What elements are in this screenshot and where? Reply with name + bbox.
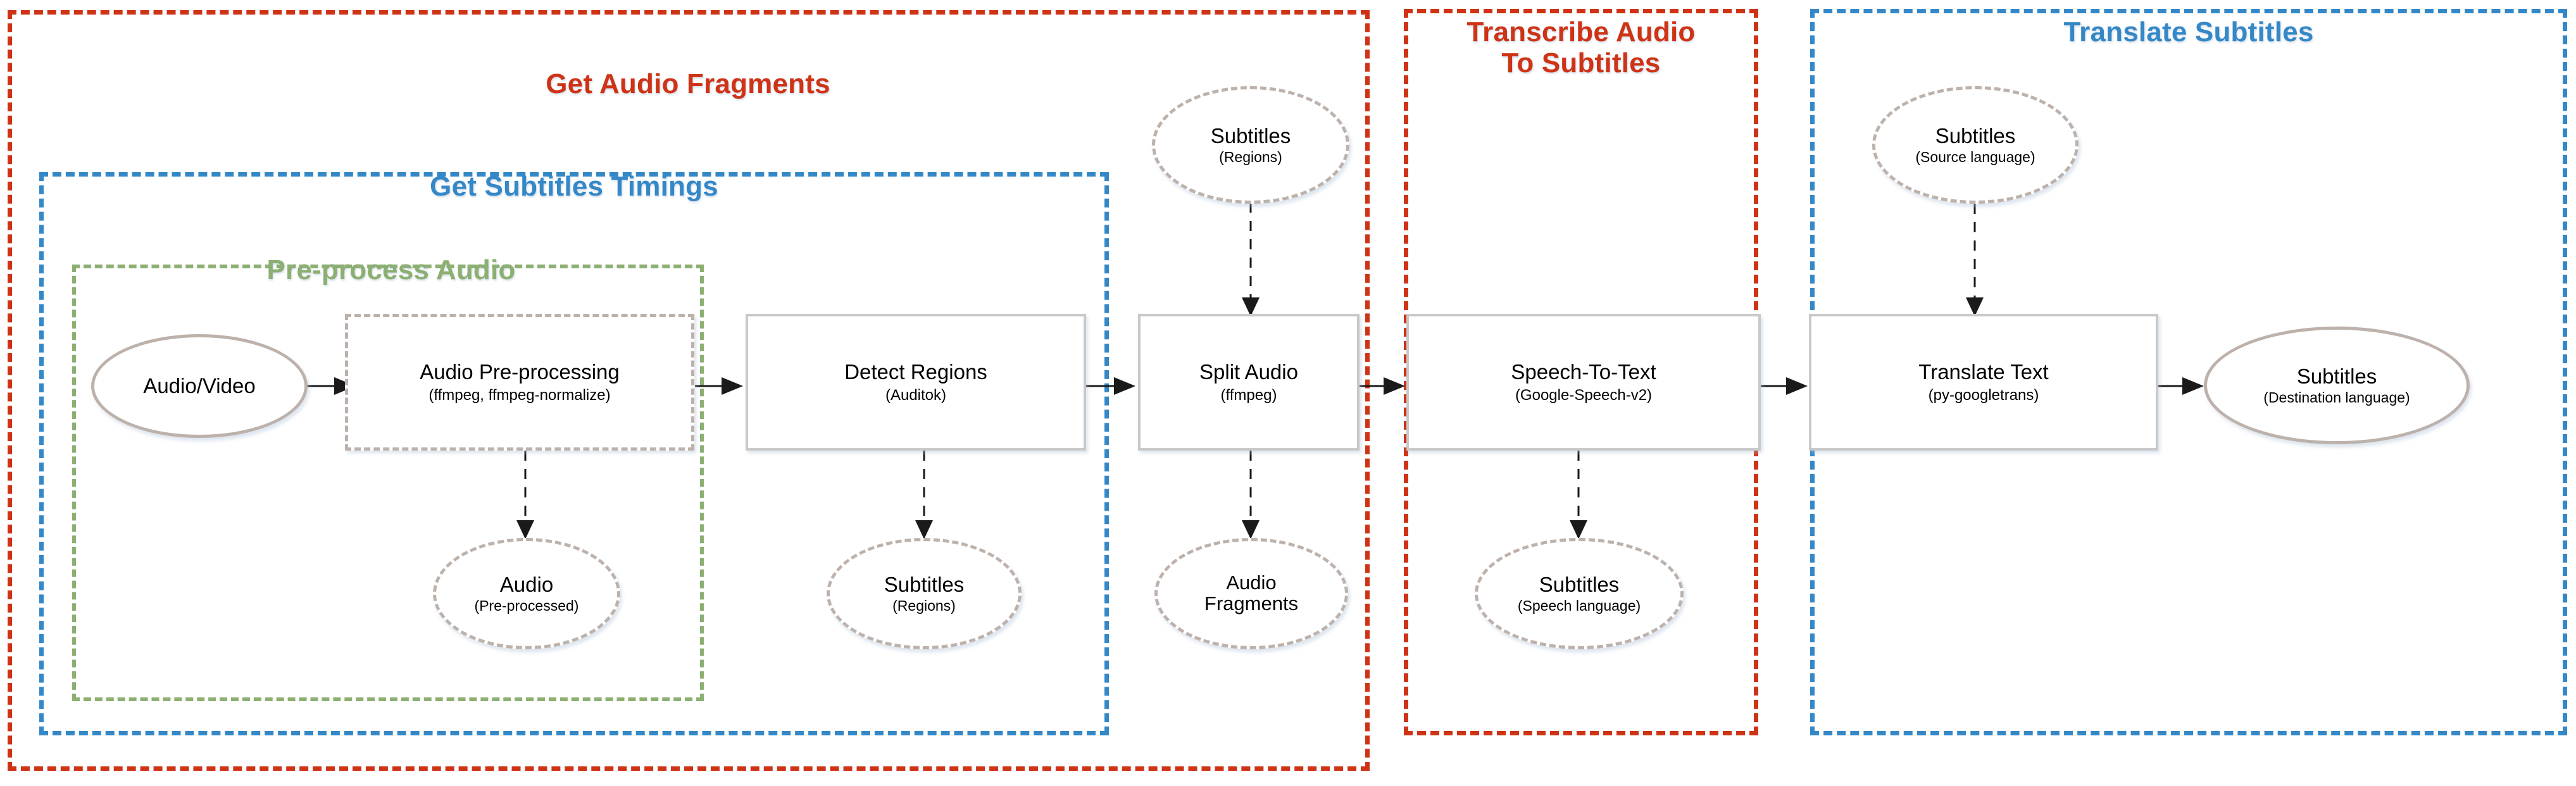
node-subtitle: (py-googletrans): [1928, 386, 2039, 404]
group-get-subtitles-timings: [39, 172, 1109, 735]
process-speech-to-text[interactable]: Speech-To-Text (Google-Speech-v2): [1406, 314, 1761, 451]
node-subtitle: (Google-Speech-v2): [1515, 386, 1653, 404]
data-subtitles-regions-bottom[interactable]: Subtitles (Regions): [827, 538, 1022, 649]
node-title: Subtitles: [1210, 123, 1291, 147]
node-title: Audio/Video: [143, 373, 256, 397]
data-audio-video[interactable]: Audio/Video: [91, 334, 308, 438]
node-subtitle: (Regions): [1219, 149, 1282, 166]
node-title: Audio: [499, 572, 554, 596]
node-subtitle: (Pre-processed): [474, 597, 579, 614]
node-title: Subtitles: [884, 572, 965, 596]
node-title: Speech-To-Text: [1511, 359, 1656, 384]
node-title: Audio Pre-processing: [420, 359, 620, 384]
data-subtitles-speech-language[interactable]: Subtitles (Speech language): [1475, 538, 1684, 649]
node-title: Subtitles: [1935, 123, 2016, 147]
process-audio-pre-processing[interactable]: Audio Pre-processing (ffmpeg, ffmpeg-nor…: [345, 314, 694, 451]
node-subtitle: (Auditok): [885, 386, 947, 404]
group-title-translate-subtitles: Translate Subtitles: [2063, 16, 2314, 47]
node-title: Subtitles: [1539, 572, 1620, 596]
node-title: Subtitles: [2296, 364, 2377, 388]
process-detect-regions[interactable]: Detect Regions (Auditok): [746, 314, 1086, 451]
node-title: Split Audio: [1199, 359, 1298, 384]
data-audio-pre-processed[interactable]: Audio (Pre-processed): [433, 538, 620, 649]
node-subtitle: (Regions): [892, 597, 956, 614]
node-subtitle: (Destination language): [2263, 389, 2410, 406]
group-pre-process-audio: [72, 265, 704, 701]
node-title: Audio: [1226, 571, 1277, 594]
group-title-get-audio-fragments: Get Audio Fragments: [546, 68, 830, 99]
node-subtitle: (ffmpeg, ffmpeg-normalize): [428, 386, 611, 404]
node-subtitle: (ffmpeg): [1220, 386, 1277, 404]
data-audio-fragments[interactable]: Audio Fragments: [1154, 538, 1348, 649]
group-get-audio-fragments: [8, 10, 1370, 771]
node-subtitle: (Source language): [1915, 149, 2035, 166]
group-title-transcribe-audio-to-subtitles: Transcribe Audio To Subtitles: [1466, 16, 1696, 79]
data-subtitles-source-language[interactable]: Subtitles (Source language): [1872, 86, 2079, 204]
node-title: Detect Regions: [844, 359, 987, 384]
node-title: Translate Text: [1918, 359, 2049, 384]
process-split-audio[interactable]: Split Audio (ffmpeg): [1138, 314, 1360, 451]
node-subtitle: Fragments: [1204, 592, 1299, 614]
group-title-pre-process-audio: Pre-process Audio: [266, 254, 516, 285]
process-translate-text[interactable]: Translate Text (py-googletrans): [1809, 314, 2158, 451]
node-subtitle: (Speech language): [1517, 597, 1641, 614]
data-subtitles-destination-language[interactable]: Subtitles (Destination language): [2204, 327, 2470, 444]
data-subtitles-regions-top[interactable]: Subtitles (Regions): [1152, 86, 1349, 204]
group-title-get-subtitles-timings: Get Subtitles Timings: [430, 171, 718, 202]
